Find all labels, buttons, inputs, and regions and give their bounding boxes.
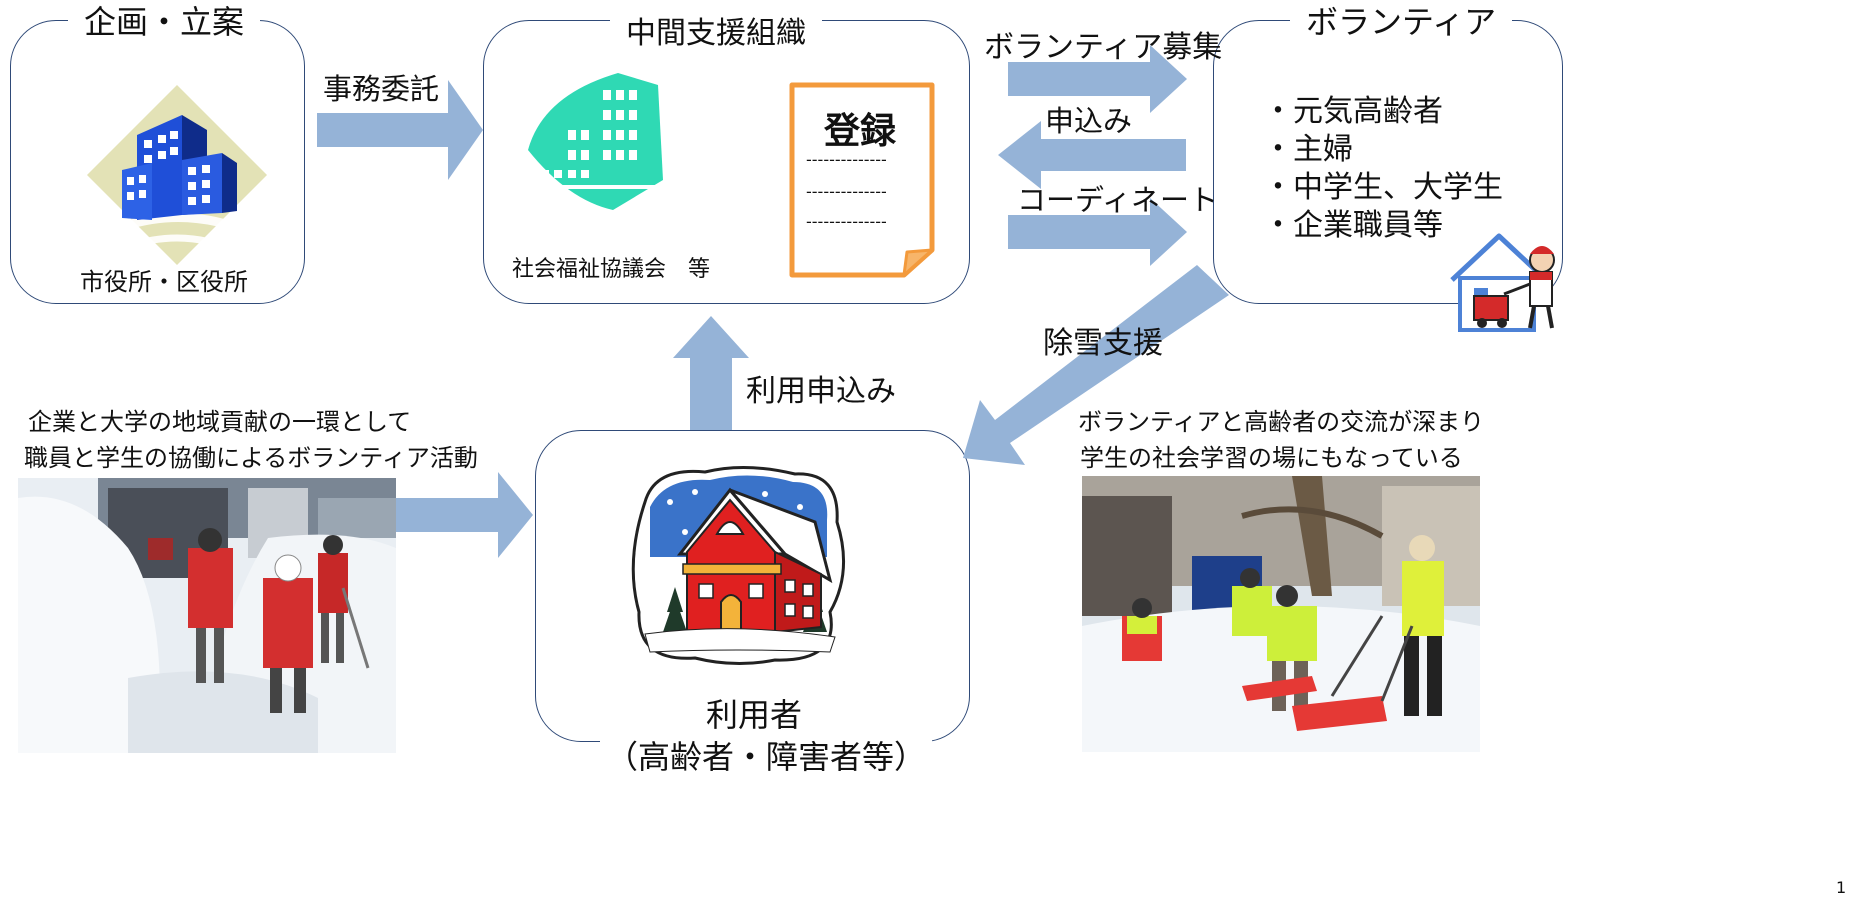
city-office-label: 市役所・区役所 (80, 268, 248, 296)
label-volunteer-recruit: ボランティア募集 (984, 30, 1223, 65)
arrow-volunteer-recruit (1008, 45, 1187, 113)
snowy-house-icon (631, 466, 846, 666)
left-photo (18, 478, 396, 753)
arrow-usage-application (673, 316, 749, 430)
left-photo-caption: 企業と大学の地域貢献の一環として (28, 408, 412, 436)
label-snow-support: 除雪支援 (1043, 326, 1163, 361)
left-photo-caption: 職員と学生の協働によるボランティア活動 (24, 444, 478, 472)
volunteer-list-item: ・主婦 (1263, 132, 1353, 167)
arrow-coordinate (1008, 198, 1187, 266)
intermediary-title: 中間支援組織 (610, 14, 822, 54)
city-buildings-icon (87, 85, 267, 265)
document-icon (789, 82, 935, 278)
right-photo (1082, 476, 1480, 752)
volunteer-list-item: ・中学生、大学生 (1263, 170, 1503, 205)
volunteer-list-item: ・企業職員等 (1263, 208, 1443, 243)
register-line: -------------- (806, 150, 887, 169)
volunteer-list-item: ・元気高齢者 (1263, 94, 1443, 129)
right-photo-caption: ボランティアと高齢者の交流が深まり (1078, 408, 1485, 436)
arrow-left-photo (393, 472, 533, 558)
label-office-work: 事務委託 (323, 72, 440, 106)
label-coordinate: コーディネート (1017, 183, 1218, 217)
label-usage-application: 利用申込み (746, 374, 896, 409)
volunteer-title: ボランティア (1290, 2, 1513, 42)
user-title: 利用者 (706, 696, 803, 734)
page-number: 1 (1836, 878, 1847, 897)
register-line: -------------- (806, 182, 887, 201)
social-welfare-label: 社会福祉協議会 等 (512, 257, 711, 282)
house-snowblower-icon (1450, 233, 1555, 332)
label-application: 申込み (1045, 104, 1133, 138)
register-line: -------------- (806, 212, 887, 231)
right-photo-caption: 学生の社会学習の場にもなっている (1080, 444, 1463, 472)
arrow-office-work (317, 80, 483, 180)
arrow-snow-support (963, 265, 1229, 465)
hospital-building-icon (523, 73, 663, 210)
planning-title: 企画・立案 (68, 2, 261, 42)
register-title: 登録 (824, 111, 897, 152)
user-subtitle: （高齢者・障害者等） (600, 732, 933, 778)
arrow-application (998, 121, 1186, 189)
